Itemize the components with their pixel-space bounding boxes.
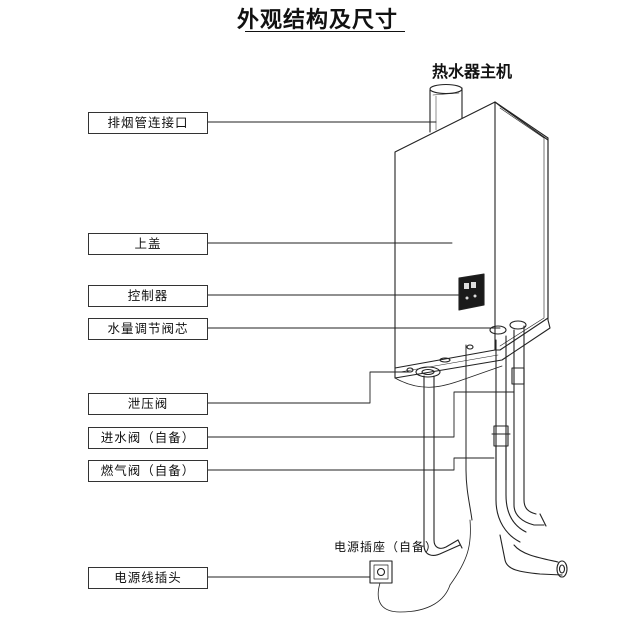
leader-lines: [205, 121, 515, 578]
callout-water-inlet-valve: 进水阀（自备）: [88, 427, 208, 449]
callout-pressure-relief-valve: 泄压阀: [88, 393, 208, 415]
callout-top-cover: 上盖: [88, 233, 208, 255]
callout-controller: 控制器: [88, 285, 208, 307]
callout-water-flow-valve-core: 水量调节阀芯: [88, 318, 208, 340]
title-underline: [245, 31, 405, 32]
controller-panel: [458, 273, 485, 311]
product-name: 热水器主机: [432, 62, 513, 81]
power-socket: [369, 519, 471, 613]
callout-flue-connector: 排烟管连接口: [88, 112, 208, 134]
callout-power-plug: 电源线插头: [88, 567, 208, 589]
callout-gas-valve: 燃气阀（自备）: [88, 460, 208, 482]
socket-label: 电源插座（自备）: [334, 540, 439, 554]
heater-body: [394, 101, 551, 388]
exhaust-pipe: [429, 83, 463, 133]
pipes: [423, 325, 568, 578]
page-title: 外观结构及尺寸: [236, 8, 398, 33]
